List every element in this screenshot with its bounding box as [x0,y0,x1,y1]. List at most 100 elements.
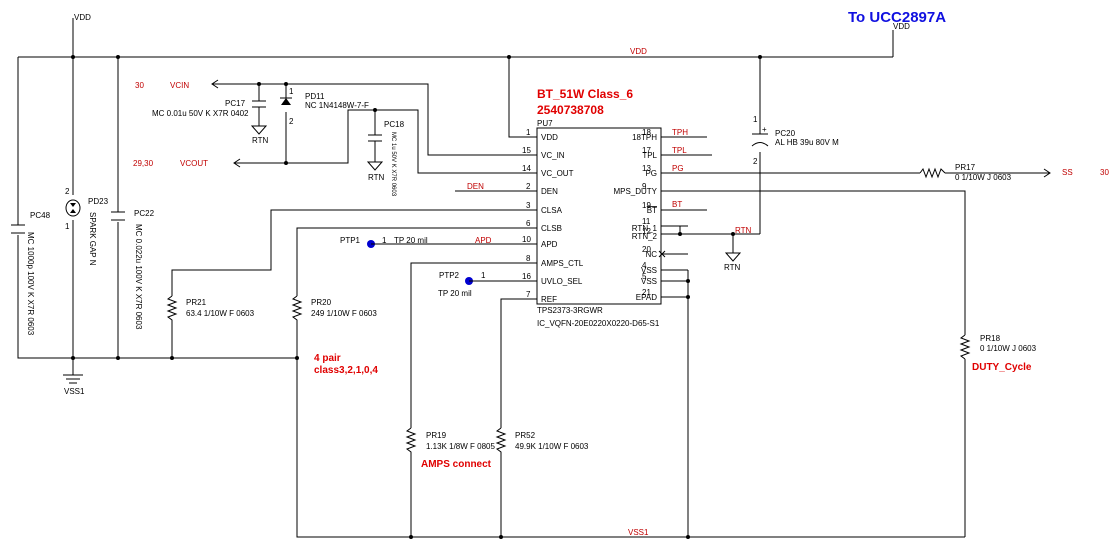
pin-num: 17 [642,146,651,155]
pin-num: 18 [642,128,651,137]
vdd-pin-wire [508,57,537,138]
tpl-label: TPL [672,146,687,155]
pc48-ref: PC48 [30,211,51,220]
rtn-pc18-label: RTN [368,173,385,182]
pc17-value: MC 0.01u 50V K X7R 0402 [152,109,249,118]
pin-name: REF [541,295,557,304]
ground-icon [63,374,83,384]
ptp2-value: TP 20 mil [438,289,472,298]
pg-label: PG [672,164,684,173]
pr52-value: 49.9K 1/10W F 0603 [515,442,589,451]
pr21-resistor-icon [166,295,178,358]
pin-name: VDD [541,133,558,142]
pc18-ref: PC18 [384,120,405,129]
vcin-ref: 30 [135,81,144,90]
pin-name: VC_OUT [541,169,574,178]
pd11-value: NC 1N4148W-7-F [305,101,369,110]
pd23-spark-gap-icon [65,199,81,217]
rtn-symbol-icon [724,252,742,262]
pin-num: 4 [642,261,647,270]
ic-part: TPS2373-3RGWR [537,306,603,315]
right-net-wires [688,136,1050,335]
vdd-rail-label: VDD [630,47,647,56]
subtitle-label: BT_51W Class_6 [537,87,633,101]
ss-ref: 30 [1100,168,1109,177]
pr19-resistor-icon [405,427,417,537]
pin-name: APD [541,240,558,249]
vdd-ucc-label: VDD [893,22,910,31]
pin-num: 18 [632,133,641,142]
pin-name: BT [647,206,657,215]
ss-label: SS [1062,168,1073,177]
pr21-value: 63.4 1/10W F 0603 [186,309,255,318]
pr20-ref: PR20 [311,298,332,307]
pc22-value: MC 0.022u 100V K X7R 0603 [134,224,143,330]
pin-num: 13 [642,164,651,173]
pr19-value: 1.13K 1/8W F 0805 [426,442,495,451]
pin-num: 16 [522,272,531,281]
pin-name: RTN_2 [632,232,658,241]
junction [409,535,413,539]
pin-name: VSS [641,266,657,275]
pr21-ref: PR21 [186,298,207,307]
nc-x-icon [658,250,666,258]
pin-num: 14 [522,164,531,173]
amps-wire [410,262,509,428]
pin-name: UVLO_SEL [541,277,583,286]
class-note: class3,2,1,0,4 [314,365,378,376]
pin-name: NC [645,250,657,259]
pin-name: TPH [641,133,657,142]
ic-ref: PU7 [537,119,553,128]
pc20-pin-a: 1 [753,115,758,124]
pin-num: 6 [526,219,531,228]
pr52-resistor-icon [495,427,507,537]
pc20-ref: PC20 [775,129,796,138]
ptp1-pin: 1 [382,236,387,245]
ptp1-ref: PTP1 [340,236,361,245]
clsa-wire [171,209,509,296]
pr18-ref: PR18 [980,334,1001,343]
pr17-ref: PR17 [955,163,976,172]
pd23-value: SPARK GAP N [88,212,97,266]
pin-name: VSS [641,277,657,286]
vcin-label: VCIN [170,81,189,90]
pr18-resistor-icon [959,334,971,537]
pin-num: 12 [642,227,651,236]
pc17-capacitor-icon [252,84,266,126]
pin-name: EPAD [636,293,657,302]
rtn-symbol-icon [250,125,268,135]
pin-name: VC_IN [541,151,565,160]
ic-body [536,127,662,305]
pd23-arrows-icon [70,203,76,213]
pc17-ref: PC17 [225,99,246,108]
junction [686,279,690,283]
pr17-value: 0 1/10W J 0603 [955,173,1012,182]
vcout-label: VCOUT [180,159,208,168]
pin-name: RTN_1 [632,224,658,233]
pin-num: 20 [642,245,651,254]
pin-num: 11 [642,217,651,226]
junction [686,295,690,299]
pin-name: PG [645,169,657,178]
pr17-resistor-icon [919,167,946,179]
ptp2-pin: 1 [481,271,486,280]
pin-num: 3 [526,201,531,210]
vss-left-rail [17,57,297,359]
pd11-ref: PD11 [305,92,325,101]
vdd-top-label: VDD [74,13,91,22]
pd23-pin-a: 2 [65,187,70,196]
apd-label: APD [475,236,492,245]
pc20-polarity: + [762,125,767,134]
pin-num: 21 [642,288,651,297]
title-label: To UCC2897A [848,9,946,26]
ic-right-pin-numbers: 18 17 13 9 19 11 12 20 4 5 21 [642,128,651,297]
duty-note: DUTY_Cycle [972,362,1032,373]
vcout-ref: 29,30 [133,159,154,168]
part-code-label: 2540738708 [537,103,604,117]
vss-left-label: VSS1 [64,387,85,396]
ic-package: IC_VQFN-20E0220X0220-D65-S1 [537,319,660,328]
pin-name: CLSA [541,206,563,215]
pc18-capacitor-icon [368,110,382,162]
pr18-value: 0 1/10W J 0603 [980,344,1037,353]
junction [678,232,682,236]
